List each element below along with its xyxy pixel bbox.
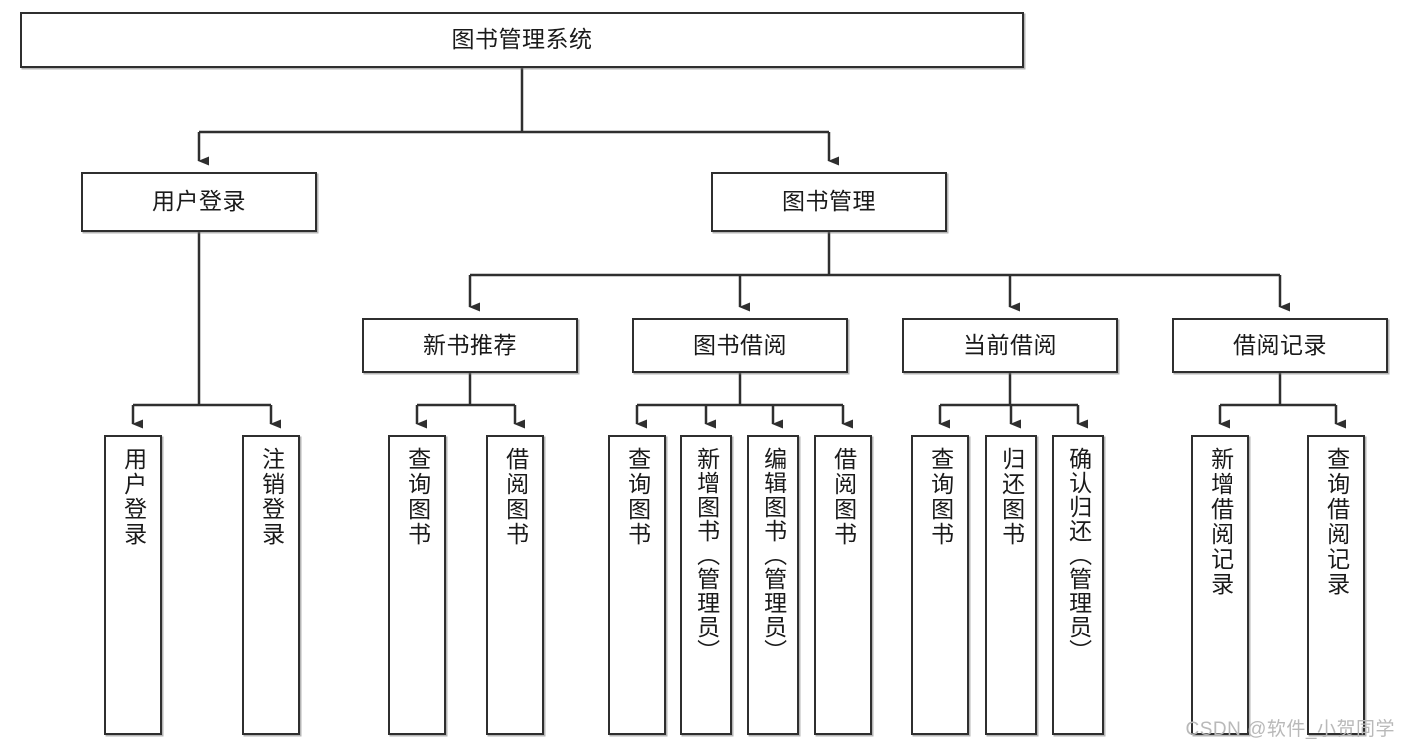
node-label: 注销登录 <box>258 447 285 547</box>
node-label: 查询图书 <box>404 447 431 547</box>
node-label: 编辑图书（管理员） <box>760 447 787 663</box>
node-leaf-leaf-query-record[interactable]: 查询借阅记录 <box>1307 435 1365 735</box>
node-leaf-leaf-return-book[interactable]: 归还图书 <box>985 435 1037 735</box>
node-label: 用户登录 <box>120 447 147 547</box>
node-label: 新增图书（管理员） <box>693 447 720 663</box>
node-leaf-leaf-borrow-book-1[interactable]: 借阅图书 <box>486 435 544 735</box>
node-label: 借阅记录 <box>1233 331 1327 358</box>
node-root-图书管理系统[interactable]: 图书管理系统 <box>20 12 1024 68</box>
node-label: 新书推荐 <box>423 331 517 358</box>
node-leaf-leaf-query-book-3[interactable]: 查询图书 <box>911 435 969 735</box>
watermark-text: CSDN @软件_小贺同学 <box>1185 719 1395 740</box>
node-leaf-leaf-confirm-return[interactable]: 确认归还（管理员） <box>1052 435 1104 735</box>
node-label: 查询图书 <box>624 447 651 547</box>
node-book-borrow[interactable]: 图书借阅 <box>632 318 848 373</box>
node-label: 新增借阅记录 <box>1207 447 1234 597</box>
node-leaf-leaf-edit-book[interactable]: 编辑图书（管理员） <box>747 435 799 735</box>
node-leaf-leaf-add-record[interactable]: 新增借阅记录 <box>1191 435 1249 735</box>
node-borrow-record[interactable]: 借阅记录 <box>1172 318 1388 373</box>
node-label: 查询图书 <box>927 447 954 547</box>
node-label: 当前借阅 <box>963 331 1057 358</box>
node-label: 用户登录 <box>152 188 246 215</box>
node-label: 图书管理系统 <box>451 26 593 53</box>
node-label: 确认归还（管理员） <box>1065 447 1092 663</box>
node-new-book-rec[interactable]: 新书推荐 <box>362 318 578 373</box>
node-label: 归还图书 <box>998 447 1025 547</box>
node-user-login[interactable]: 用户登录 <box>81 172 317 232</box>
node-leaf-leaf-add-book[interactable]: 新增图书（管理员） <box>680 435 732 735</box>
node-label: 查询借阅记录 <box>1323 447 1350 597</box>
node-leaf-leaf-user-login[interactable]: 用户登录 <box>104 435 162 735</box>
node-label: 借阅图书 <box>830 447 857 547</box>
node-label: 图书借阅 <box>693 331 787 358</box>
node-leaf-leaf-query-book-2[interactable]: 查询图书 <box>608 435 666 735</box>
node-current-borrow[interactable]: 当前借阅 <box>902 318 1118 373</box>
node-leaf-leaf-query-book-1[interactable]: 查询图书 <box>388 435 446 735</box>
node-book-manage[interactable]: 图书管理 <box>711 172 947 232</box>
node-label: 图书管理 <box>782 188 876 215</box>
node-leaf-leaf-borrow-book-2[interactable]: 借阅图书 <box>814 435 872 735</box>
node-label: 借阅图书 <box>502 447 529 547</box>
node-leaf-leaf-user-logout[interactable]: 注销登录 <box>242 435 300 735</box>
